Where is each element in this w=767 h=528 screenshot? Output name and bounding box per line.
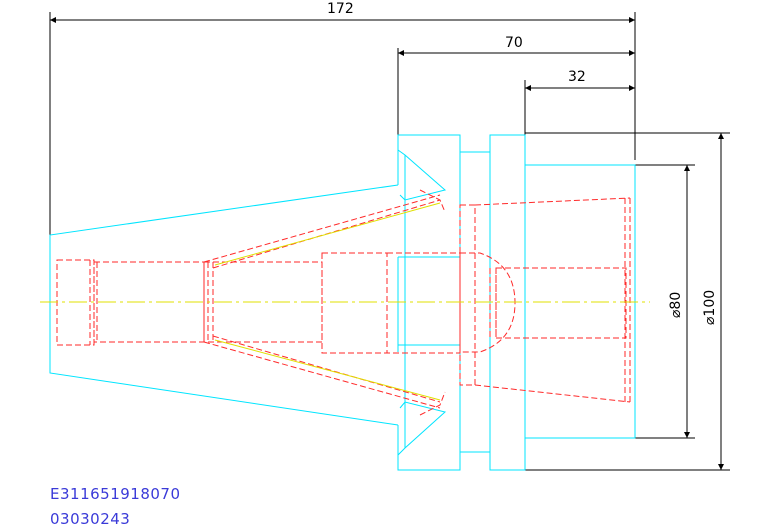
dim-diameter-small: ⌀80 [668, 292, 684, 318]
center-and-thread-lines [40, 202, 650, 401]
serial-code: 03030243 [50, 510, 131, 528]
part-number-code: E311651918070 [50, 485, 181, 503]
dim-flange-length: 70 [505, 35, 523, 51]
dim-overall-length: 172 [327, 1, 354, 17]
hidden-lines [56, 189, 631, 416]
dimension-lines [49, 12, 730, 471]
dim-nose-length: 32 [568, 69, 586, 85]
dim-diameter-large: ⌀100 [702, 290, 718, 325]
